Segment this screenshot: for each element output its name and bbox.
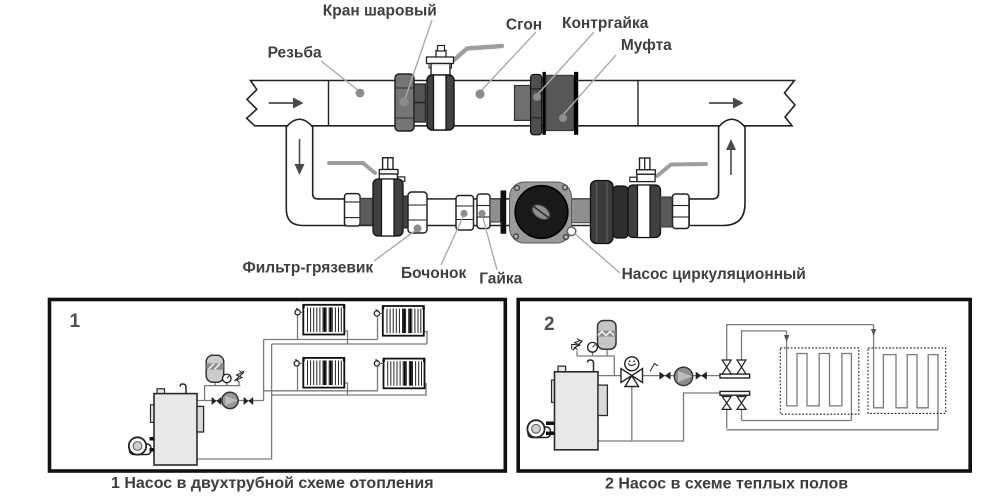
svg-text:2: 2 [544, 314, 555, 335]
svg-text:Бочонок: Бочонок [401, 265, 467, 282]
svg-text:Сгон: Сгон [506, 17, 542, 34]
svg-text:Фильтр-грязевик: Фильтр-грязевик [243, 259, 374, 276]
svg-text:1 Насос в двухтрубной схеме от: 1 Насос в двухтрубной схеме отопления [111, 475, 434, 492]
svg-text:Гайка: Гайка [479, 271, 522, 288]
svg-text:1: 1 [70, 311, 81, 332]
svg-text:Контргайка: Контргайка [562, 15, 649, 32]
svg-text:Муфта: Муфта [621, 37, 672, 54]
svg-text:Насос циркуляционный: Насос циркуляционный [622, 266, 806, 283]
svg-text:Резьба: Резьба [268, 44, 322, 61]
svg-text:2 Насос в схеме теплых полов: 2 Насос в схеме теплых полов [605, 476, 848, 493]
svg-text:Кран шаровый: Кран шаровый [323, 2, 437, 19]
